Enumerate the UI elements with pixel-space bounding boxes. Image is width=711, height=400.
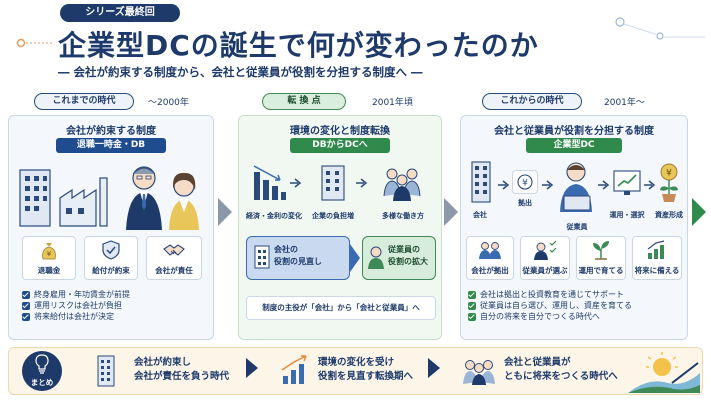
past-icon-label-1: 退職金 (37, 266, 61, 275)
building-icon (254, 245, 270, 269)
money-tree-icon: ¥ (660, 163, 678, 202)
panel-future-title: 会社と従業員が役割を分担する制度 (494, 126, 654, 137)
past-icon-box-3 (146, 236, 202, 280)
future-icon-label-4: 将来に備える (634, 266, 680, 275)
arrow-right-icon (246, 358, 258, 378)
panel-past-tag: 退職一時金・DB (56, 138, 166, 153)
growth-chart-icon (647, 240, 665, 259)
era-turning-pill: 転 換 点 (262, 93, 346, 110)
check-icon (468, 312, 476, 321)
summary-item-2: 環境の変化を受け 役割を見直す転換期へ (318, 357, 414, 382)
svg-text:¥: ¥ (522, 179, 528, 189)
sprout-icon (593, 241, 609, 260)
check-icon (22, 312, 30, 321)
panel-past-title: 会社が約束する制度 (66, 126, 156, 137)
page-subtitle: ― 会社が約束する制度から、会社と従業員が役割を分担する制度へ ― (58, 65, 423, 79)
flow-company-label: 会社 (473, 211, 487, 219)
flow-employee-label: 従業員 (566, 223, 588, 231)
decorative-dots-icon (16, 38, 52, 48)
past-icon-label-3: 会社が責任 (155, 266, 193, 275)
past-icon-label-2: 給付が約束 (92, 266, 130, 275)
future-bullet: 自分の将来を自分でつくる時代へ (468, 311, 684, 322)
diverse-people-icon (383, 168, 421, 201)
svg-text:¥: ¥ (47, 250, 52, 258)
arrow-right-icon (444, 198, 458, 226)
summary-item-1: 会社が約束し 会社が責任を負う時代 (134, 357, 230, 382)
building-icon (97, 355, 115, 387)
person-icon (368, 246, 384, 269)
building-icon (321, 165, 345, 201)
era-turning-note: 2001年頃 (372, 98, 413, 108)
svg-text:¥: ¥ (666, 169, 672, 179)
arrow-right-icon (644, 180, 656, 190)
summary-label: まとめ (30, 378, 54, 387)
company-role-text: 会社の 役割の見直し (274, 245, 322, 266)
arrow-right-icon (498, 180, 510, 190)
yen-coin-icon: ¥ (517, 174, 533, 190)
flow-contribution-label: 拠出 (518, 199, 532, 207)
era-future-note: 2001年〜 (604, 98, 645, 108)
past-bullet: 終身雇用・年功賃金が前提 (22, 289, 208, 300)
past-bullet: 将来給付は会社が決定 (22, 311, 208, 322)
employee-laptop-icon (560, 162, 592, 212)
page-title: 企業型DCの誕生で何が変わったのか (58, 29, 539, 62)
future-bullet: 従業員は自ら選び、運用し、資産を育てる (468, 300, 684, 311)
past-bullet: 運用リスクは会社が負担 (22, 300, 208, 311)
panel-turning-title: 環境の変化と制度転換 (290, 126, 390, 137)
arrow-right-icon (692, 198, 706, 226)
arrow-right-icon (428, 358, 440, 378)
turning-step-3: 多様な働き方 (382, 212, 424, 220)
check-icon (22, 301, 30, 310)
choice-icon (534, 240, 557, 260)
future-bullet: 会社は拠出と投資教育を通じてサポート (468, 289, 684, 300)
series-badge: シリーズ最終回 (60, 4, 180, 22)
arrow-right-icon (218, 198, 232, 226)
era-future-pill: これからの時代 (482, 93, 582, 110)
declining-chart-icon (253, 165, 286, 200)
turning-step-2: 企業の負担増 (312, 212, 354, 220)
handshake-icon (163, 244, 185, 256)
employee-role-callout (362, 236, 436, 280)
summary-item-3: 会社と従業員が ともに将来をつくる時代へ (504, 357, 618, 382)
flow-asset-label: 資産形成 (655, 211, 683, 219)
turning-step-1: 経済・金利の変化 (246, 212, 302, 220)
money-bag-icon: ¥ (42, 243, 56, 260)
people-group-icon (463, 360, 495, 385)
lightbulb-icon (35, 354, 49, 374)
panel-future-tag: 企業型DC (526, 138, 622, 153)
future-icon-label-2: 従業員が選ぶ (522, 266, 568, 275)
future-icon-label-1: 会社が拠出 (471, 266, 509, 275)
turning-caption: 制度の主役が「会社」から「会社と従業員」へ (246, 296, 436, 320)
summary-bar (8, 347, 703, 395)
growth-screen-icon (613, 170, 641, 195)
office-building-icon (19, 166, 199, 230)
arrow-right-icon (290, 178, 302, 188)
rising-chart-icon (281, 355, 307, 384)
decorative-circles-icon (615, 17, 705, 40)
era-past-pill: これまでの時代 (34, 93, 134, 110)
arrow-right-icon (542, 180, 554, 190)
check-icon (22, 290, 30, 299)
people-icon (479, 242, 501, 259)
shield-icon (102, 240, 120, 260)
arrow-right-icon (598, 180, 610, 190)
company-building-icon (471, 161, 491, 203)
employee-role-text: 従業員の 役割の拡大 (388, 245, 428, 266)
arrow-right-icon (356, 178, 368, 188)
sunrise-landscape-icon (628, 352, 700, 393)
arrow-right-icon (350, 244, 360, 272)
future-icon-label-3: 運用で育てる (578, 266, 624, 275)
flow-operate-label: 運用・選択 (609, 211, 645, 219)
past-bullet-list: 終身雇用・年功賃金が前提 運用リスクは会社が負担 将来給付は会社が決定 (22, 289, 208, 322)
future-bullet-list: 会社は拠出と投資教育を通じてサポート 従業員は自ら選び、運用し、資産を育てる 自… (468, 289, 684, 322)
panel-turning-tag: DBからDCへ (290, 138, 390, 153)
check-icon (468, 301, 476, 310)
check-icon (468, 290, 476, 299)
era-past-note: 〜2000年 (148, 98, 189, 108)
